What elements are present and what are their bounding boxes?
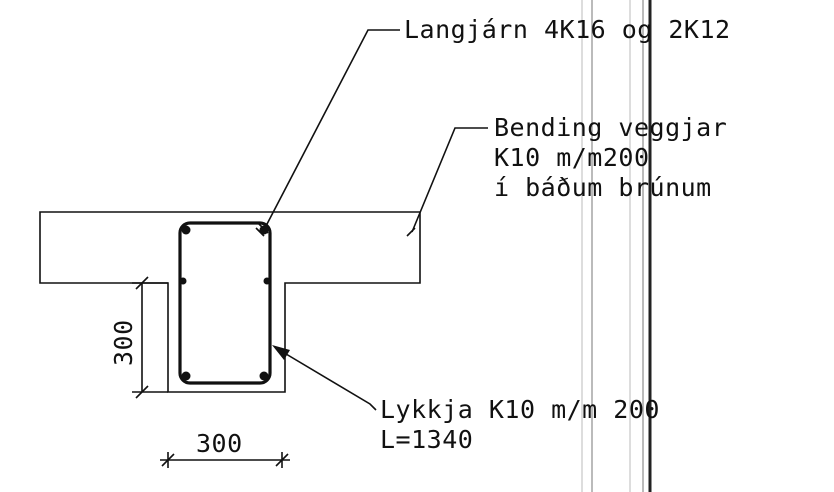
dimension-width [160, 452, 290, 468]
label-dimension-height: 300 [109, 319, 138, 366]
leader-longitudinal-bars [265, 29, 400, 227]
leader-stirrup [275, 347, 377, 411]
label-stirrup-2: L=1340 [380, 425, 473, 454]
rebar-mid-left [179, 277, 187, 285]
label-stirrup-1: Lykkja K10 m/m 200 [380, 395, 660, 424]
scan-edge-lines [581, 0, 652, 492]
rebar-mid-right [263, 277, 271, 285]
longitudinal-bars [179, 225, 271, 381]
wall-bending-tick [406, 227, 416, 237]
concrete-section-outline [39, 211, 421, 393]
rebar-top-left [181, 225, 191, 235]
label-longitudinal-bars: Langjárn 4K16 og 2K12 [404, 15, 731, 44]
label-wall-bending-3: í báðum brúnum [494, 173, 712, 202]
label-wall-bending-2: K10 m/m200 [494, 143, 650, 172]
label-wall-bending-1: Bending veggjar [494, 113, 727, 142]
leader-wall-bending [411, 127, 488, 233]
label-dimension-width: 300 [196, 429, 243, 458]
dimension-height [132, 276, 168, 399]
stirrup-arrowhead [272, 345, 290, 360]
rebar-bottom-right [259, 371, 269, 381]
stirrup [178, 221, 272, 385]
rebar-top-right [259, 225, 269, 235]
rebar-bottom-left [181, 371, 191, 381]
